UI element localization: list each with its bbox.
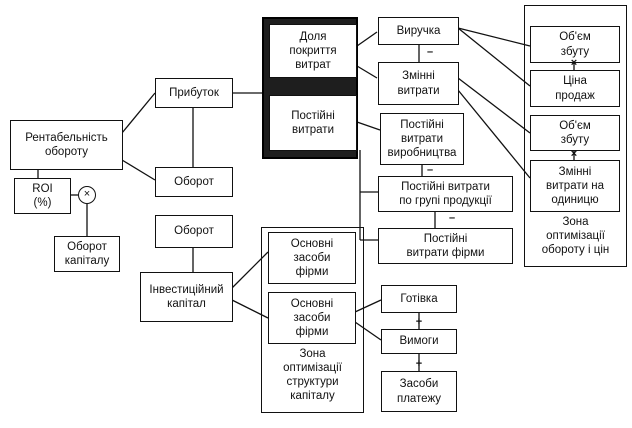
sale-price-node: Ціна продаж bbox=[530, 70, 620, 107]
turnover-node-upper: Оборот bbox=[155, 167, 233, 197]
roi-node: ROI (%) bbox=[14, 178, 71, 214]
production-fixed-costs-node: Постійні витрати виробництва bbox=[380, 113, 464, 165]
sales-volume-node-1: Об'єм збуту bbox=[530, 26, 620, 63]
fixed-assets-node-1: Основні засоби фірми bbox=[268, 232, 356, 284]
turnover-profitability-node: Рентабельність обороту bbox=[10, 120, 123, 170]
minus-operator-2: – bbox=[426, 164, 434, 176]
company-fixed-costs-node: Постійні витрати фірми bbox=[378, 228, 513, 264]
investment-capital-node: Інвестиційний капітал bbox=[140, 272, 233, 322]
multiply-operator-2: × bbox=[570, 57, 578, 69]
turnover-price-zone-caption: Зона оптимізації обороту і цін bbox=[541, 216, 610, 257]
turnover-node-lower: Оборот bbox=[155, 215, 233, 248]
plus-operator-2: + bbox=[415, 358, 423, 370]
profit-node: Прибуток bbox=[155, 78, 233, 108]
fixed-assets-node-2: Основні засоби фірми bbox=[268, 292, 356, 344]
cash-node: Готівка bbox=[381, 285, 457, 313]
multiply-operator: × bbox=[78, 186, 96, 204]
variable-costs-node: Змінні витрати bbox=[378, 62, 459, 105]
revenue-node: Виручка bbox=[378, 17, 459, 45]
receivables-node: Вимоги bbox=[381, 329, 457, 354]
sales-volume-node-2: Об'єм збуту bbox=[530, 115, 620, 151]
capital-turnover-node: Оборот капіталу bbox=[54, 236, 120, 272]
means-of-payment-node: Засоби платежу bbox=[381, 371, 457, 412]
minus-operator-3: – bbox=[448, 212, 456, 224]
fixed-costs-node: Постійні витрати bbox=[269, 95, 357, 151]
turnover-price-zone-frame bbox=[524, 5, 627, 267]
multiply-operator-3: × bbox=[570, 148, 578, 160]
unit-variable-costs-node: Змінні витрати на одиницю bbox=[530, 160, 620, 212]
capital-structure-zone-frame bbox=[261, 227, 364, 413]
plus-operator-1: + bbox=[415, 316, 423, 328]
cost-coverage-share-node: Доля покриття витрат bbox=[269, 24, 357, 78]
minus-operator-1: – bbox=[426, 46, 434, 58]
product-group-fixed-costs-node: Постійні витрати по групі продукції bbox=[378, 176, 513, 212]
capital-structure-zone-caption: Зона оптимізації структури капіталу bbox=[283, 348, 342, 403]
